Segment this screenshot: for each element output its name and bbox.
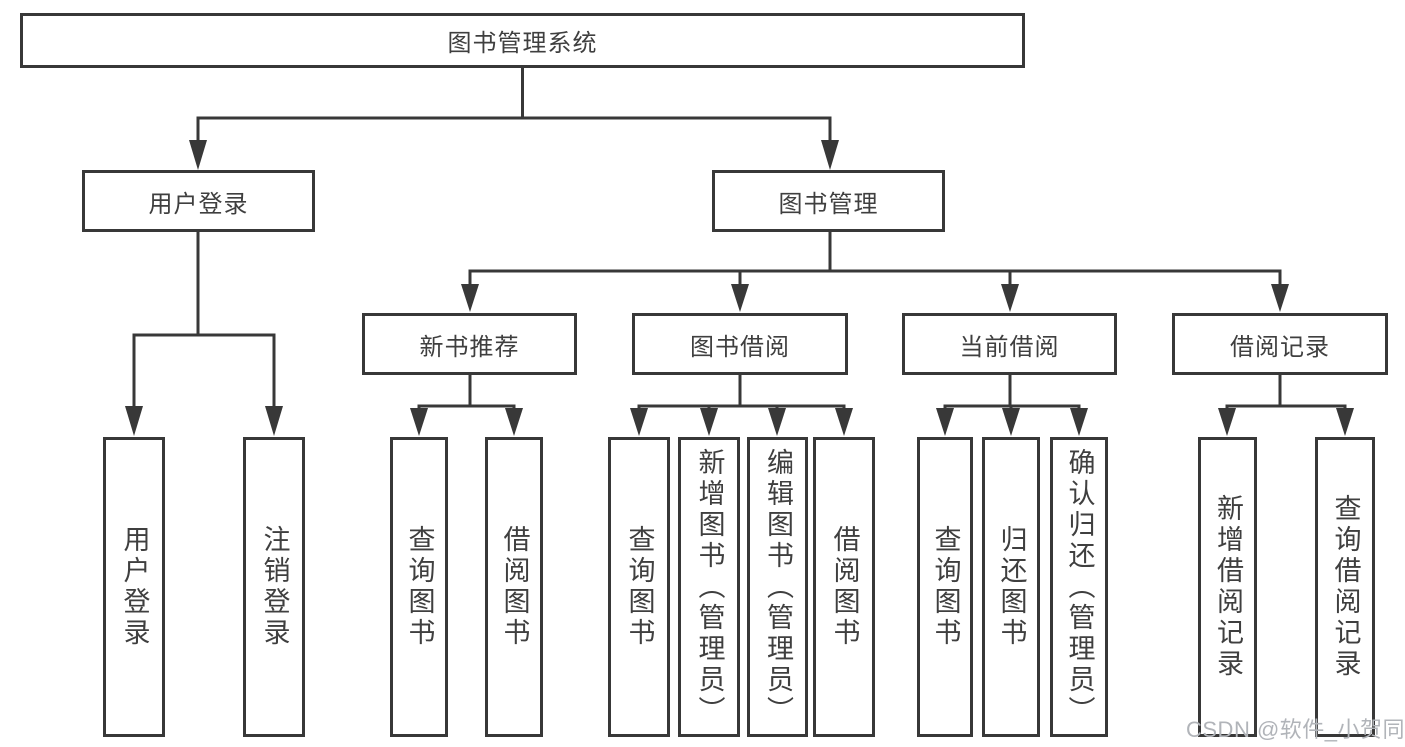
arrowhead xyxy=(1070,408,1088,436)
node-borrow-record-label: 借阅记录 xyxy=(1230,333,1330,361)
arrowhead xyxy=(1271,284,1289,312)
leaf-query-books-current: 查询图书 xyxy=(917,437,973,737)
arrowhead xyxy=(700,408,718,436)
arrowhead xyxy=(821,140,839,170)
leaf-borrow-books-recommend-label: 借阅图书 xyxy=(499,525,530,649)
connector-current-borrow-split xyxy=(943,375,1081,410)
leaf-query-books-borrow: 查询图书 xyxy=(608,437,670,737)
arrowhead xyxy=(936,408,954,436)
arrowhead xyxy=(461,284,479,312)
arrowhead xyxy=(125,406,143,436)
leaf-query-borrow-record: 查询借阅记录 xyxy=(1315,437,1375,737)
arrowhead xyxy=(189,140,207,170)
leaf-add-borrow-record-label: 新增借阅记录 xyxy=(1213,494,1243,680)
node-book-borrow: 图书借阅 xyxy=(632,313,848,375)
leaf-borrow-books-recommend: 借阅图书 xyxy=(485,437,543,737)
node-book-management-module: 图书管理 xyxy=(712,170,945,232)
arrowhead xyxy=(410,408,428,436)
leaf-add-borrow-record: 新增借阅记录 xyxy=(1198,437,1257,737)
leaf-query-books-borrow-label: 查询图书 xyxy=(624,525,655,649)
arrowhead xyxy=(835,408,853,436)
leaf-borrow-books: 借阅图书 xyxy=(813,437,875,737)
leaf-user-login: 用户登录 xyxy=(103,437,165,737)
leaf-confirm-return-admin-label: 确认归还（管理员） xyxy=(1064,447,1095,727)
connector-book-borrow-split xyxy=(637,375,846,410)
arrowhead xyxy=(630,408,648,436)
leaf-edit-books-admin: 编辑图书（管理员） xyxy=(747,437,808,737)
connector-user-login-split xyxy=(132,232,276,408)
leaf-add-books-admin-label: 新增图书（管理员） xyxy=(694,447,725,727)
leaf-edit-books-admin-label: 编辑图书（管理员） xyxy=(763,447,793,727)
leaf-logout: 注销登录 xyxy=(243,437,305,737)
leaf-add-books-admin: 新增图书（管理员） xyxy=(678,437,740,737)
connector-root-trunk xyxy=(196,68,832,142)
node-new-book-recommend-label: 新书推荐 xyxy=(419,333,520,361)
arrowhead xyxy=(1001,284,1019,312)
arrowhead xyxy=(505,408,523,436)
leaf-query-books-recommend-label: 查询图书 xyxy=(404,525,435,649)
connector-book-management-split xyxy=(468,232,1282,286)
node-book-borrow-label: 图书借阅 xyxy=(690,333,790,361)
leaf-query-books-recommend: 查询图书 xyxy=(390,437,448,737)
leaf-query-borrow-record-label: 查询借阅记录 xyxy=(1330,494,1361,680)
arrowhead xyxy=(1336,408,1354,436)
arrowhead xyxy=(1002,408,1020,436)
node-user-login-module-label: 用户登录 xyxy=(148,190,249,218)
leaf-return-books-label: 归还图书 xyxy=(996,525,1027,649)
csdn-watermark: CSDN @软件_小贺同学 xyxy=(1186,717,1405,742)
leaf-logout-label: 注销登录 xyxy=(259,525,290,649)
connector-borrow-record-split xyxy=(1225,375,1347,410)
node-borrow-record: 借阅记录 xyxy=(1172,313,1388,375)
arrowheads xyxy=(125,140,1354,436)
node-user-login-module: 用户登录 xyxy=(82,170,315,232)
leaf-return-books: 归还图书 xyxy=(982,437,1040,737)
leaf-user-login-label: 用户登录 xyxy=(119,525,150,649)
leaf-borrow-books-label: 借阅图书 xyxy=(829,525,860,649)
connector-new-book-split xyxy=(417,375,516,410)
arrowhead xyxy=(265,406,283,436)
arrowhead xyxy=(768,408,786,436)
node-current-borrow-label: 当前借阅 xyxy=(959,333,1060,361)
node-root-label: 图书管理系统 xyxy=(447,30,598,57)
node-current-borrow: 当前借阅 xyxy=(902,313,1117,375)
node-new-book-recommend: 新书推荐 xyxy=(362,313,577,375)
leaf-confirm-return-admin: 确认归还（管理员） xyxy=(1050,437,1108,737)
arrowhead xyxy=(731,284,749,312)
leaf-query-books-current-label: 查询图书 xyxy=(930,525,961,649)
arrowhead xyxy=(1218,408,1236,436)
node-root: 图书管理系统 xyxy=(20,13,1025,68)
node-book-management-module-label: 图书管理 xyxy=(778,190,879,218)
